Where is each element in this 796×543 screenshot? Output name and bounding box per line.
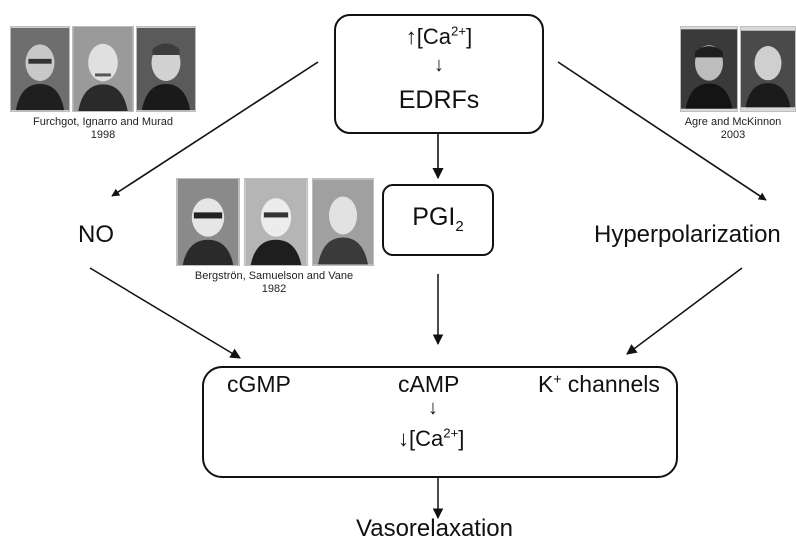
- cgmp-label: cGMP: [227, 371, 291, 397]
- pgi2-box: [382, 184, 494, 256]
- caption-left-year: 1998: [90, 129, 116, 141]
- arrow-edrf-to-hyperpolarization: [557, 61, 767, 201]
- caption-middle-names: Bergströn, Samuelson and Vane: [194, 270, 354, 282]
- up-arrow-glyph: ↑: [405, 24, 417, 49]
- edrfs-box: [334, 14, 544, 134]
- vasorelaxation-label: Vasorelaxation: [356, 515, 513, 542]
- caption-right-names: Agre and McKinnon: [684, 116, 782, 128]
- portrait-photo-agre: [680, 26, 738, 112]
- caption-right-year: 2003: [720, 129, 746, 141]
- portrait-photo-murad: [136, 26, 196, 112]
- second-messenger-box: [202, 366, 678, 478]
- camp-down-arrow-glyph: ↓: [428, 397, 438, 419]
- portrait-photo-vane: [312, 178, 374, 266]
- down-arrow-glyph: ↓: [434, 54, 444, 76]
- calcium-increase-label: ↑[Ca2+]: [405, 23, 473, 49]
- portrait-photo-samuelsson: [244, 178, 308, 266]
- arrow-hyperpolarization-to-kchannels: [626, 267, 743, 355]
- pgi2-label: PGI2: [412, 203, 464, 235]
- arrow-no-to-cgmp: [89, 267, 241, 359]
- portrait-photo-bergstrom: [176, 178, 240, 266]
- caption-middle-year: 1982: [261, 283, 287, 295]
- camp-label: cAMP: [398, 371, 460, 397]
- portrait-photo-ignarro: [72, 26, 134, 112]
- caption-left-names: Furchgot, Ignarro and Murad: [32, 116, 174, 128]
- hyperpolarization-label: Hyperpolarization: [594, 221, 781, 248]
- portrait-photo-mckinnon: [740, 26, 796, 112]
- k-channels-label: K+ channels: [538, 371, 660, 397]
- edrfs-label: EDRFs: [398, 86, 480, 114]
- no-label: NO: [78, 221, 114, 248]
- portrait-photo-furchgott: [10, 26, 70, 112]
- arrow-edrf-to-no: [111, 61, 319, 197]
- calcium-decrease-label: ↓[Ca2+]: [398, 425, 465, 451]
